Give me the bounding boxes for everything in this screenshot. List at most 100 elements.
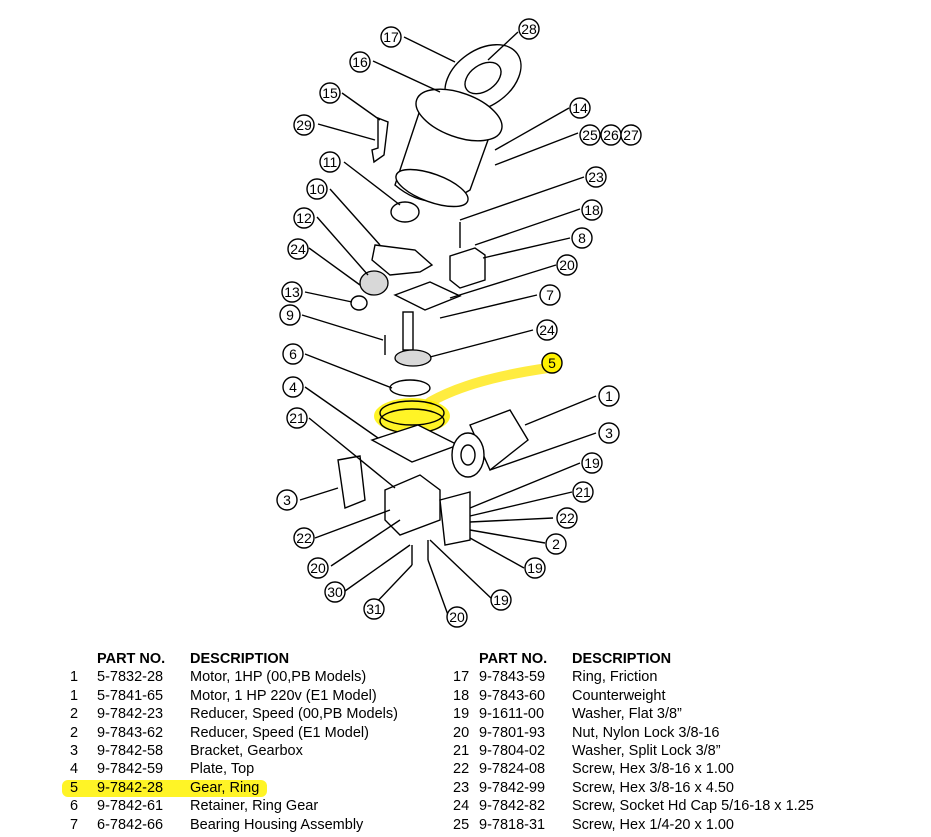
shaft-drawing — [402, 311, 414, 351]
callout-label: 6 — [289, 346, 297, 362]
part-description: Counterweight — [572, 687, 666, 704]
part-description: Bearing Housing Assembly — [190, 816, 364, 833]
callout-13: 13 — [281, 281, 303, 303]
callout-label: 20 — [559, 257, 575, 273]
item-number: 17 — [453, 669, 470, 686]
callout-label: 26 — [603, 127, 619, 143]
callout-label: 8 — [578, 230, 586, 246]
bracket-drawing — [371, 116, 389, 164]
callout-label: 27 — [623, 127, 639, 143]
part-number: 9-7818-31 — [479, 816, 546, 833]
parts-table-header: PART NO. DESCRIPTION — [62, 650, 462, 668]
item-number: 18 — [453, 687, 470, 704]
parts-table-right: PART NO. DESCRIPTION 17 9-7843-59 Ring, Fr… — [450, 650, 920, 834]
part-number: 9-7842-28 — [97, 779, 164, 796]
callout-label: 11 — [323, 154, 338, 170]
part-number: 9-7843-59 — [479, 669, 546, 686]
callout-22: 22 — [556, 507, 578, 529]
leader-lines — [299, 31, 597, 616]
top-plate-drawing — [370, 424, 460, 463]
part-number: 9-7842-99 — [479, 779, 546, 796]
part-number: 9-7842-59 — [97, 761, 164, 778]
part-number: 9-7842-58 — [97, 742, 164, 759]
disk-drawing — [390, 201, 420, 223]
bushing-drawing — [350, 295, 368, 311]
callout-19: 19 — [581, 452, 603, 474]
callout-label: 4 — [289, 379, 297, 395]
part-number: 9-7804-02 — [479, 742, 546, 759]
part-number: 9-7842-82 — [479, 798, 546, 815]
callout-5: 5 — [541, 352, 563, 374]
item-number: 22 — [453, 761, 470, 778]
arm-drawing — [371, 244, 434, 276]
callout-label: 3 — [605, 425, 613, 441]
callout-18: 18 — [581, 199, 603, 221]
callout-label: 23 — [588, 169, 604, 185]
callout-label: 15 — [322, 85, 338, 101]
part-number: 9-7843-62 — [97, 724, 164, 741]
motor-drawing — [451, 409, 529, 478]
part-description: Nut, Nylon Lock 3/8-16 — [572, 724, 720, 741]
part-description: Washer, Flat 3/8” — [572, 706, 682, 723]
callout-17: 17 — [380, 26, 402, 48]
callout-12: 12 — [293, 207, 315, 229]
callout-label: 29 — [296, 117, 312, 133]
callout-8: 8 — [571, 227, 593, 249]
callout-24: 24 — [536, 319, 558, 341]
highlight-marker — [425, 363, 553, 407]
callout-label: 7 — [546, 287, 554, 303]
part-number: 9-7824-08 — [479, 761, 546, 778]
part-description: Plate, Top — [190, 761, 255, 778]
callout-4: 4 — [282, 376, 304, 398]
counterweight-drawing — [449, 222, 486, 289]
item-number: 24 — [453, 798, 470, 815]
item-number: 23 — [453, 779, 470, 796]
parts-table-header: PART NO. DESCRIPTION — [450, 650, 920, 668]
item-number: 25 — [453, 816, 470, 833]
callout-11: 11 — [319, 151, 341, 173]
callout-14: 14 — [569, 97, 591, 119]
part-number: 9-7842-61 — [97, 798, 164, 815]
callout-22: 22 — [293, 527, 315, 549]
part-description: Motor, 1 HP 220v (E1 Model) — [190, 687, 377, 704]
item-number: 7 — [70, 816, 79, 833]
item-number: 1 — [70, 687, 79, 704]
callout-2: 2 — [545, 533, 567, 555]
callout-label: 31 — [366, 601, 382, 617]
callout-label: 9 — [286, 307, 294, 323]
part-number: 9-7843-60 — [479, 687, 546, 704]
callout-label: 24 — [539, 322, 555, 338]
callout-label: 2 — [552, 536, 560, 552]
callout-label: 14 — [572, 100, 588, 116]
callout-19: 19 — [490, 589, 512, 611]
part-description: Reducer, Speed (00,PB Models) — [190, 706, 398, 723]
item-number: 21 — [453, 742, 470, 759]
callout-label: 1 — [605, 388, 613, 404]
callout-label: 20 — [310, 560, 326, 576]
description-header: DESCRIPTION — [190, 651, 290, 667]
part-number: 5-7832-28 — [97, 669, 164, 686]
drum-drawing — [394, 88, 503, 208]
parts-row: 18 9-7843-60 Counterweight — [450, 687, 920, 705]
callout-19: 19 — [524, 557, 546, 579]
part-number: 9-7801-93 — [479, 724, 546, 741]
reducer-drawing — [384, 474, 441, 536]
part-description: Washer, Split Lock 3/8” — [572, 742, 721, 759]
callout-28: 28 — [518, 18, 540, 40]
callout-label: 17 — [383, 29, 399, 45]
item-number: 2 — [70, 724, 79, 741]
callout-label: 25 — [582, 127, 598, 143]
item-number: 19 — [453, 706, 470, 723]
callout-27: 27 — [620, 124, 642, 146]
callout-20: 20 — [556, 254, 578, 276]
item-number: 1 — [70, 669, 79, 686]
part-description: Ring, Friction — [572, 669, 658, 686]
